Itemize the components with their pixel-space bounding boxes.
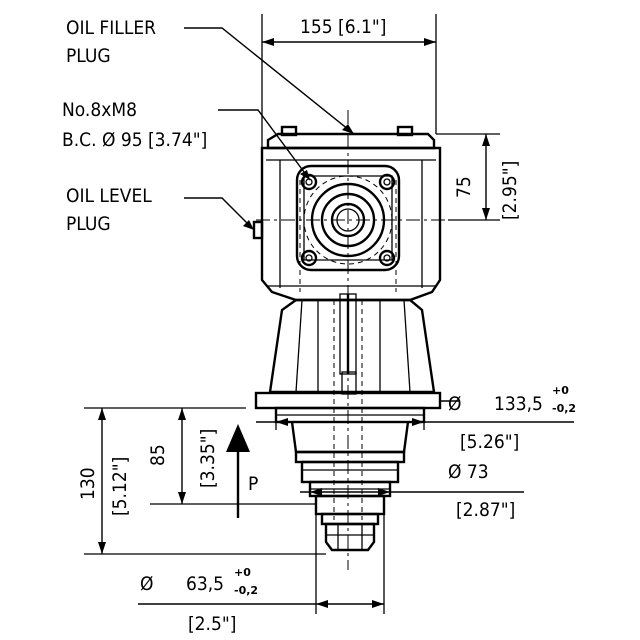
oil-filler-label-2: PLUG [66, 45, 111, 67]
force-p-label: P [248, 473, 258, 495]
shaft-dia-inch: [2.5"] [188, 613, 236, 635]
flange-tol-lower: -0,2 [552, 402, 576, 415]
flange-dia-symbol: Ø [448, 393, 461, 415]
oil-level-label-1: OIL LEVEL [66, 185, 152, 207]
right-height-dimension-in: [2.95"] [499, 161, 521, 220]
height-130-dimension: 130 [77, 467, 99, 500]
oil-filler-label-1: OIL FILLER [66, 17, 156, 39]
center-lines [256, 110, 448, 570]
spigot-dia-inch: [2.87"] [456, 499, 515, 521]
bolt-spec-label-2: B.C. Ø 95 [3.74"] [62, 129, 207, 151]
shaft-tol-lower: -0,2 [234, 584, 258, 597]
dimension-lines [84, 14, 574, 614]
flange-dia-inch: [5.26"] [460, 431, 519, 453]
right-height-dimension: 75 [453, 176, 475, 198]
flange-dia-value: 133,5 [494, 393, 543, 415]
leader-lines [184, 27, 355, 230]
annotations: OIL FILLER PLUG No.8xM8 B.C. Ø 95 [3.74"… [62, 16, 576, 635]
spigot-dia-dimension: Ø 73 [448, 461, 489, 483]
shaft-tol-upper: +0 [234, 566, 251, 579]
shaft-dia-value: 63,5 [186, 573, 224, 595]
height-130-inch: [5.12"] [109, 457, 131, 516]
oil-level-label-2: PLUG [66, 213, 111, 235]
height-85-inch: [3.35"] [197, 429, 219, 488]
bolt-spec-label-1: No.8xM8 [62, 99, 137, 121]
flange-tol-upper: +0 [552, 384, 569, 397]
shaft-dia-symbol: Ø [140, 573, 153, 595]
top-width-dimension: 155 [6.1"] [300, 16, 386, 38]
gearbox-body [252, 125, 442, 552]
height-85-dimension: 85 [147, 444, 169, 466]
